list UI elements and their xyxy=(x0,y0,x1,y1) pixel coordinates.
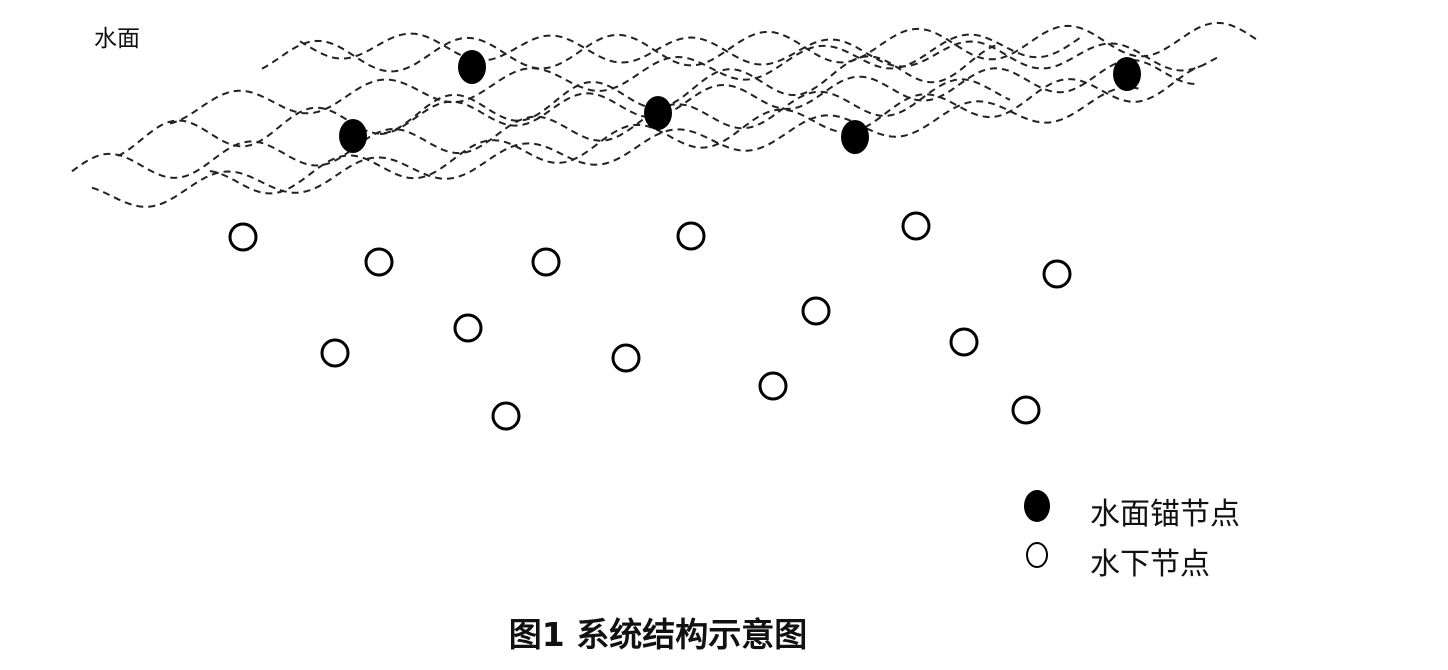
underwater-nodes xyxy=(228,211,1072,431)
underwater-node-5 xyxy=(901,211,931,241)
surface-anchor-node-5 xyxy=(1113,57,1141,91)
wave-line-4 xyxy=(169,33,1081,125)
legend-underwater-node-label: 水下节点 xyxy=(1090,547,1210,582)
wave-line-2 xyxy=(91,86,1141,208)
wave-line-8 xyxy=(379,59,1196,135)
wave-line-6 xyxy=(261,21,1261,73)
water-surface-mesh xyxy=(71,21,1261,208)
legend xyxy=(1024,490,1050,568)
wave-line-7 xyxy=(299,32,1221,72)
underwater-node-2 xyxy=(364,247,394,277)
underwater-node-9 xyxy=(949,327,979,357)
underwater-node-7 xyxy=(453,313,483,343)
legend-underwater-node-symbol xyxy=(1026,542,1048,568)
wave-line-5 xyxy=(209,65,1201,195)
water-surface-label: 水面 xyxy=(94,26,140,52)
surface-anchor-nodes xyxy=(339,50,1141,154)
underwater-node-13 xyxy=(491,401,521,431)
legend-anchor-node-symbol xyxy=(1024,490,1050,522)
underwater-node-11 xyxy=(611,343,641,373)
surface-anchor-node-3 xyxy=(644,96,672,130)
legend-anchor-node-label: 水面锚节点 xyxy=(1090,497,1240,532)
underwater-node-1 xyxy=(228,222,258,252)
underwater-node-14 xyxy=(1011,395,1041,425)
underwater-node-3 xyxy=(531,247,561,277)
figure-caption: 图1 系统结构示意图 xyxy=(508,615,808,654)
underwater-node-10 xyxy=(320,338,350,368)
underwater-node-4 xyxy=(676,221,706,251)
underwater-node-8 xyxy=(801,296,831,326)
wave-line-1 xyxy=(71,78,1011,179)
underwater-node-12 xyxy=(758,371,788,401)
surface-anchor-node-4 xyxy=(841,120,869,154)
surface-anchor-node-2 xyxy=(339,119,367,153)
underwater-node-6 xyxy=(1042,259,1072,289)
surface-anchor-node-1 xyxy=(458,50,486,84)
